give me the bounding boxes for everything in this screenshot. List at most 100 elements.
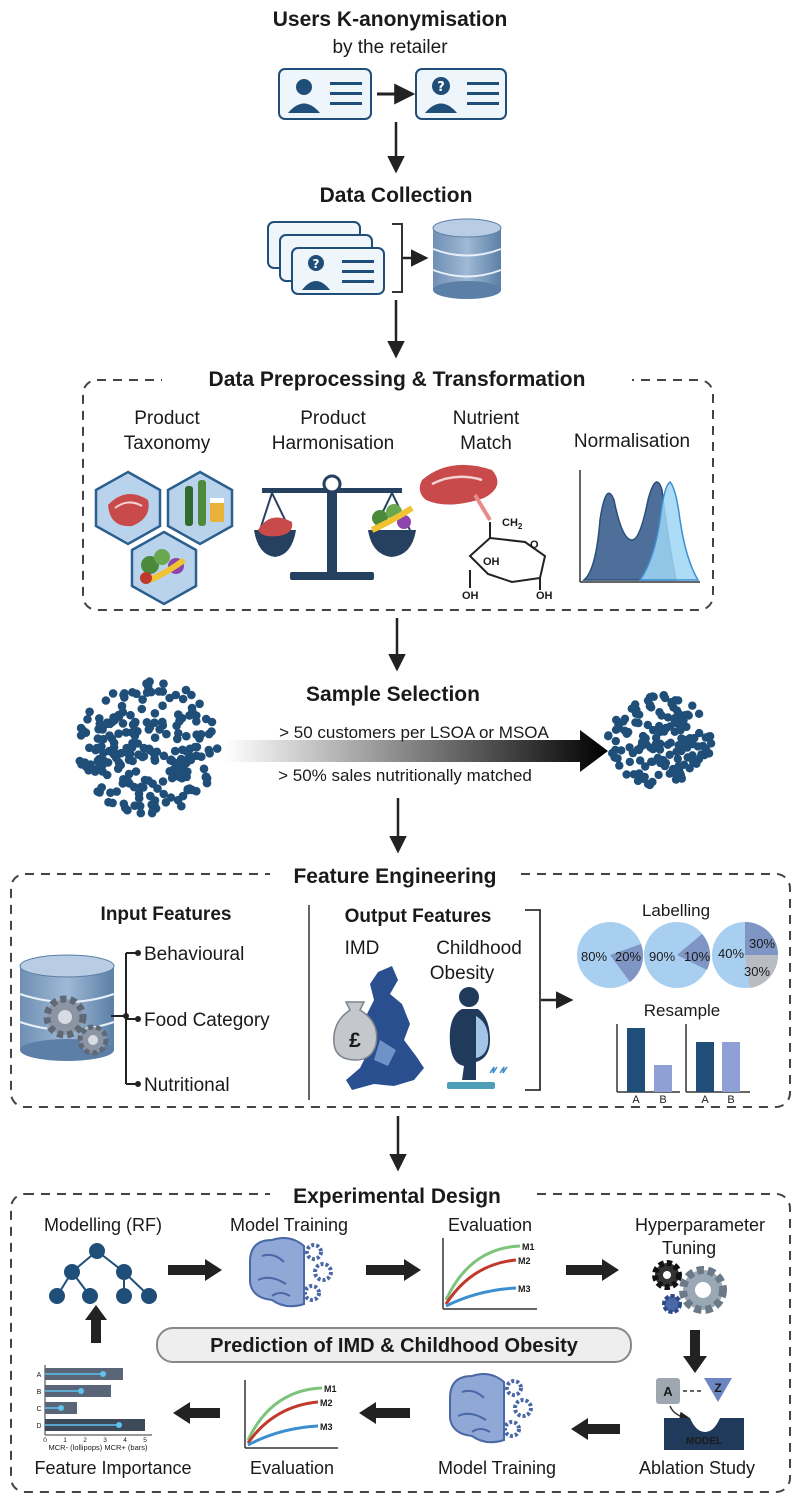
- cloud-dot: [688, 701, 697, 710]
- balance-scale-icon: [254, 474, 416, 580]
- cloud-dot: [132, 689, 141, 699]
- cloud-dot: [611, 745, 620, 755]
- cloud-dot: [104, 797, 113, 807]
- arrow-tuning-to-ablation: [683, 1330, 707, 1373]
- cloud-dot: [92, 743, 102, 753]
- cloud-dot: [154, 687, 164, 696]
- pie-2-label-a: 90%: [649, 949, 675, 964]
- pie-1-label-b: 20%: [615, 949, 641, 964]
- bar-label-a2: A: [701, 1094, 709, 1106]
- cloud-dot: [201, 714, 211, 724]
- labelling-title: Labelling: [642, 901, 710, 920]
- cloud-dot: [80, 758, 90, 767]
- cloud-dot: [162, 729, 171, 739]
- cloud-dot: [122, 743, 131, 753]
- tuning-label-1: Hyperparameter: [635, 1215, 765, 1235]
- selection-arrow: [225, 730, 608, 772]
- cloud-dot: [655, 745, 665, 754]
- cloud-dot: [178, 694, 188, 704]
- database-icon: [432, 218, 502, 299]
- cloud-dot: [119, 690, 128, 700]
- cloud-dot: [611, 736, 620, 746]
- cloud-dot: [192, 786, 201, 796]
- cloud-dot: [192, 751, 201, 760]
- chem-oh-label-1: OH: [483, 556, 500, 568]
- cloud-dot: [135, 801, 145, 811]
- hyperparameter-gears-icon: [652, 1260, 727, 1314]
- chem-oh-label-3: OH: [536, 590, 553, 602]
- cloud-dot: [674, 761, 683, 771]
- cloud-dot: [614, 722, 623, 731]
- population-dot-cloud: [75, 677, 222, 818]
- cloud-dot: [631, 718, 640, 727]
- brain-gears-icon-bottom: [449, 1373, 533, 1444]
- cloud-dot: [174, 710, 183, 719]
- cloud-dot: [640, 772, 649, 782]
- arrow-importance-to-rf: [85, 1305, 107, 1343]
- cloud-dot: [114, 710, 123, 720]
- cloud-dot: [205, 749, 214, 758]
- cloud-dot: [685, 734, 695, 743]
- cloud-dot: [659, 727, 669, 736]
- fi-tick-label: 4: [123, 1437, 127, 1444]
- cloud-dot: [102, 770, 112, 780]
- pie-3-label-b: 30%: [749, 936, 775, 951]
- sample-criterion-1: > 50 customers per LSOA or MSOA: [279, 723, 549, 742]
- fi-row-label: D: [36, 1423, 41, 1430]
- cloud-dot: [108, 689, 118, 698]
- pie-chart-3: 40% 30% 30%: [712, 922, 779, 988]
- cloud-dot: [95, 719, 105, 729]
- evaluation-label-top: Evaluation: [448, 1215, 532, 1235]
- cloud-dot: [146, 791, 155, 801]
- cloud-dot: [643, 720, 652, 730]
- prediction-pill: [156, 1327, 632, 1363]
- bar-label-b1: B: [659, 1094, 666, 1106]
- cloud-dot: [116, 748, 126, 758]
- series-m1-top: M1: [522, 1242, 535, 1252]
- cloud-dot: [665, 769, 674, 778]
- harmonisation-label-2: Harmonisation: [272, 433, 395, 454]
- cloud-dot: [700, 751, 709, 760]
- input-feature-nutritional: Nutritional: [144, 1075, 230, 1096]
- cloud-dot: [202, 778, 212, 788]
- cloud-dot: [646, 743, 655, 752]
- chem-ch2-label: CH2: [502, 517, 523, 531]
- resample-bar-before-a: [627, 1028, 645, 1092]
- sample-title: Sample Selection: [306, 683, 480, 706]
- ablation-a-label: A: [663, 1384, 673, 1399]
- card-stack-icon: ?: [267, 221, 385, 295]
- cloud-dot: [174, 729, 183, 738]
- cloud-dot: [181, 685, 191, 695]
- cloud-dot: [147, 800, 156, 809]
- output-bracket: [525, 909, 541, 1091]
- experimental-title: Experimental Design: [293, 1185, 501, 1208]
- fi-tick-label: 1: [63, 1437, 67, 1444]
- cloud-dot: [113, 764, 123, 773]
- cloud-dot: [150, 709, 160, 718]
- cloud-dot: [126, 710, 135, 720]
- imd-label: IMD: [345, 938, 380, 959]
- sample-dot-cloud: [604, 691, 716, 790]
- chem-oh-label-2: OH: [462, 590, 479, 602]
- cloud-dot: [672, 706, 682, 715]
- cloud-dot: [660, 693, 670, 703]
- cloud-dot: [114, 729, 123, 738]
- cloud-dot: [93, 734, 103, 743]
- cloud-dot: [158, 777, 168, 786]
- cloud-dot: [706, 739, 716, 748]
- resample-bar-before-b: [654, 1065, 672, 1092]
- database-gears-icon: [19, 954, 115, 1061]
- cloud-dot: [176, 754, 186, 764]
- cloud-dot: [615, 761, 624, 770]
- importance-label: Feature Importance: [34, 1458, 191, 1478]
- anonymous-card-icon: ?: [415, 68, 507, 120]
- fi-lollipop-head: [78, 1388, 84, 1394]
- anonymisation-title: Users K-anonymisation: [273, 8, 508, 31]
- normalisation-distribution-icon: [579, 470, 700, 583]
- resample-bars: A B A B: [616, 1024, 750, 1106]
- cloud-dot: [183, 767, 192, 776]
- cloud-dot: [166, 755, 176, 764]
- cloud-dot: [648, 757, 657, 766]
- pie-chart-1: 80% 20%: [577, 922, 644, 988]
